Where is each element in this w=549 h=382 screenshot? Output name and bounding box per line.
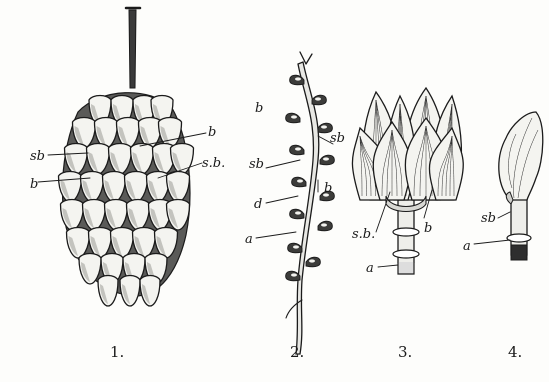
fig2-label-sb-right: sb <box>330 131 345 146</box>
axis-bud-highlight <box>321 125 327 128</box>
fig1-label-sb: sb <box>30 149 45 164</box>
fig3-label-a: a <box>366 261 374 276</box>
axis-bud-highlight <box>293 245 299 248</box>
axis-bud-highlight <box>309 259 315 262</box>
shoot3-base <box>398 262 414 274</box>
fig1-label-b-right: b <box>208 125 216 140</box>
axis-stem <box>296 62 319 354</box>
cone-stalk <box>129 10 136 88</box>
figure-4-shoot <box>499 112 543 260</box>
shoot4-leaf <box>499 112 543 200</box>
axis-bud-highlight <box>297 179 303 182</box>
axis-bud-highlight <box>291 273 297 276</box>
fig4-label-sb: sb <box>481 211 496 226</box>
shoot4-ring <box>507 234 531 242</box>
fig2-label-a: a <box>245 232 253 247</box>
shoot3-ring-lower <box>393 250 419 258</box>
fig4-label-a: a <box>463 239 471 254</box>
axis-bud-highlight <box>315 97 321 100</box>
shoot4-base <box>511 245 527 260</box>
fig3-label-b: b <box>424 221 432 236</box>
figure-2-axis <box>286 52 335 354</box>
figure-1-cone <box>59 8 194 306</box>
figure-number-2: 2. <box>290 343 304 361</box>
fig1-label-b-left: b <box>30 177 38 192</box>
axis-bud-highlight <box>295 211 301 214</box>
axis-bud-highlight <box>295 147 301 150</box>
figure-number-4: 4. <box>508 343 522 361</box>
shoot3-ring-upper <box>393 228 419 236</box>
axis-bud-highlight <box>321 223 327 226</box>
fig2-label-d: d <box>254 197 262 212</box>
shoot3-scales <box>352 88 463 212</box>
figure-number-3: 3. <box>398 343 412 361</box>
fig3-label-sb: s.b. <box>352 227 375 242</box>
fig1-label-sb-right: s.b. <box>202 156 225 171</box>
fig2-label-b-top: b <box>255 101 263 116</box>
figure-3-shoot <box>352 88 463 274</box>
axis-bud-highlight <box>291 115 297 118</box>
axis-bud-highlight <box>323 157 329 160</box>
figure-numbers: 1. 2. 3. 4. <box>110 343 522 361</box>
figure-number-1: 1. <box>110 343 124 361</box>
fig2-label-b-right: b <box>324 181 332 196</box>
fig2-label-sb-left: sb <box>249 157 264 172</box>
axis-bud-highlight <box>295 77 301 80</box>
